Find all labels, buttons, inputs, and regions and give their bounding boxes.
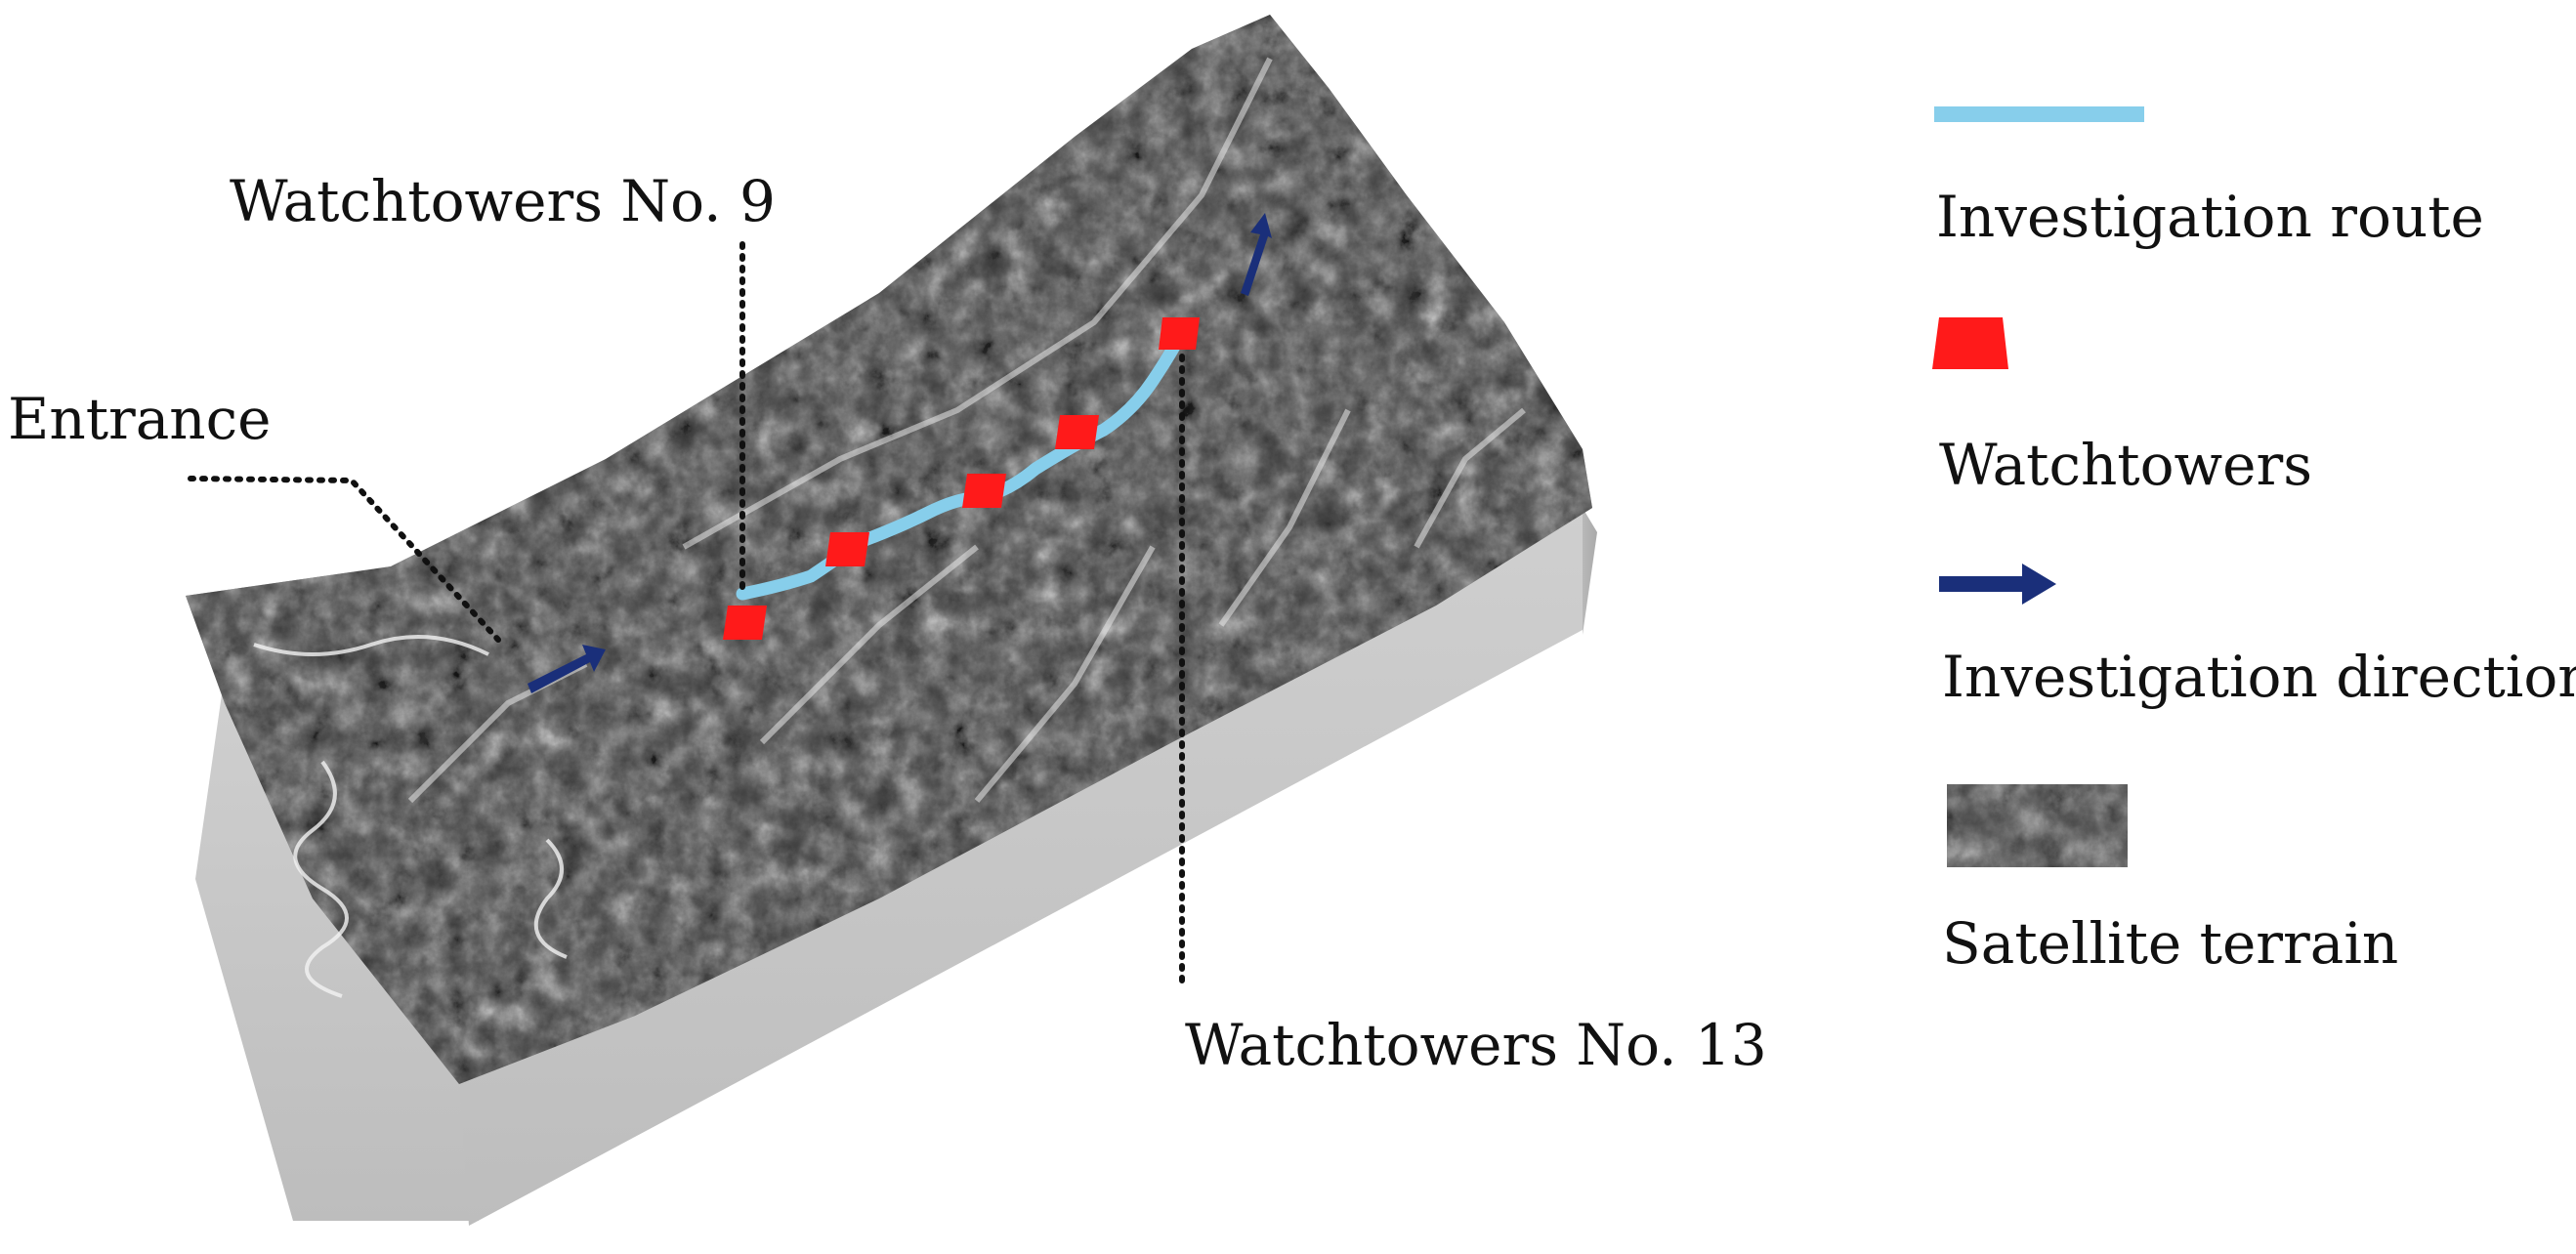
terrain-block-sides (195, 508, 1597, 1226)
watchtower-icon (723, 606, 767, 640)
leader-entrance (188, 476, 501, 643)
legend-watchtowers-label: Watchtowers (1939, 432, 2312, 498)
legend-graphics (1932, 106, 2144, 867)
direction-arrows (528, 213, 1272, 693)
terrain-front-face (195, 674, 479, 1221)
legend-terrain-label: Satellite terrain (1942, 910, 2399, 977)
watchtower-icon (1055, 415, 1099, 449)
legend-terrain-texture (1947, 784, 2128, 867)
callout-entrance: Entrance (8, 386, 272, 452)
terrain-right-face (1583, 508, 1597, 635)
legend-direction-label: Investigation direction (1942, 644, 2576, 710)
watchtower-icon (962, 474, 1006, 508)
watchtower-markers (723, 317, 1200, 640)
callout-watchtower-9: Watchtowers No. 9 (230, 168, 776, 234)
callout-leaders (188, 241, 1185, 989)
legend-route-icon (1934, 106, 2144, 122)
satellite-terrain-surface (186, 15, 1592, 1084)
legend-route-label: Investigation route (1936, 184, 2484, 250)
watchtower-icon (825, 532, 869, 566)
direction-arrow-icon (528, 645, 606, 693)
legend-direction-icon (1939, 564, 2056, 605)
direction-arrow-icon (1241, 213, 1272, 296)
legend-watchtower-icon (1932, 317, 2008, 369)
terrain-long-face (459, 508, 1583, 1226)
watchtower-icon (1159, 317, 1200, 350)
callout-watchtower-13: Watchtowers No. 13 (1185, 1012, 1767, 1078)
